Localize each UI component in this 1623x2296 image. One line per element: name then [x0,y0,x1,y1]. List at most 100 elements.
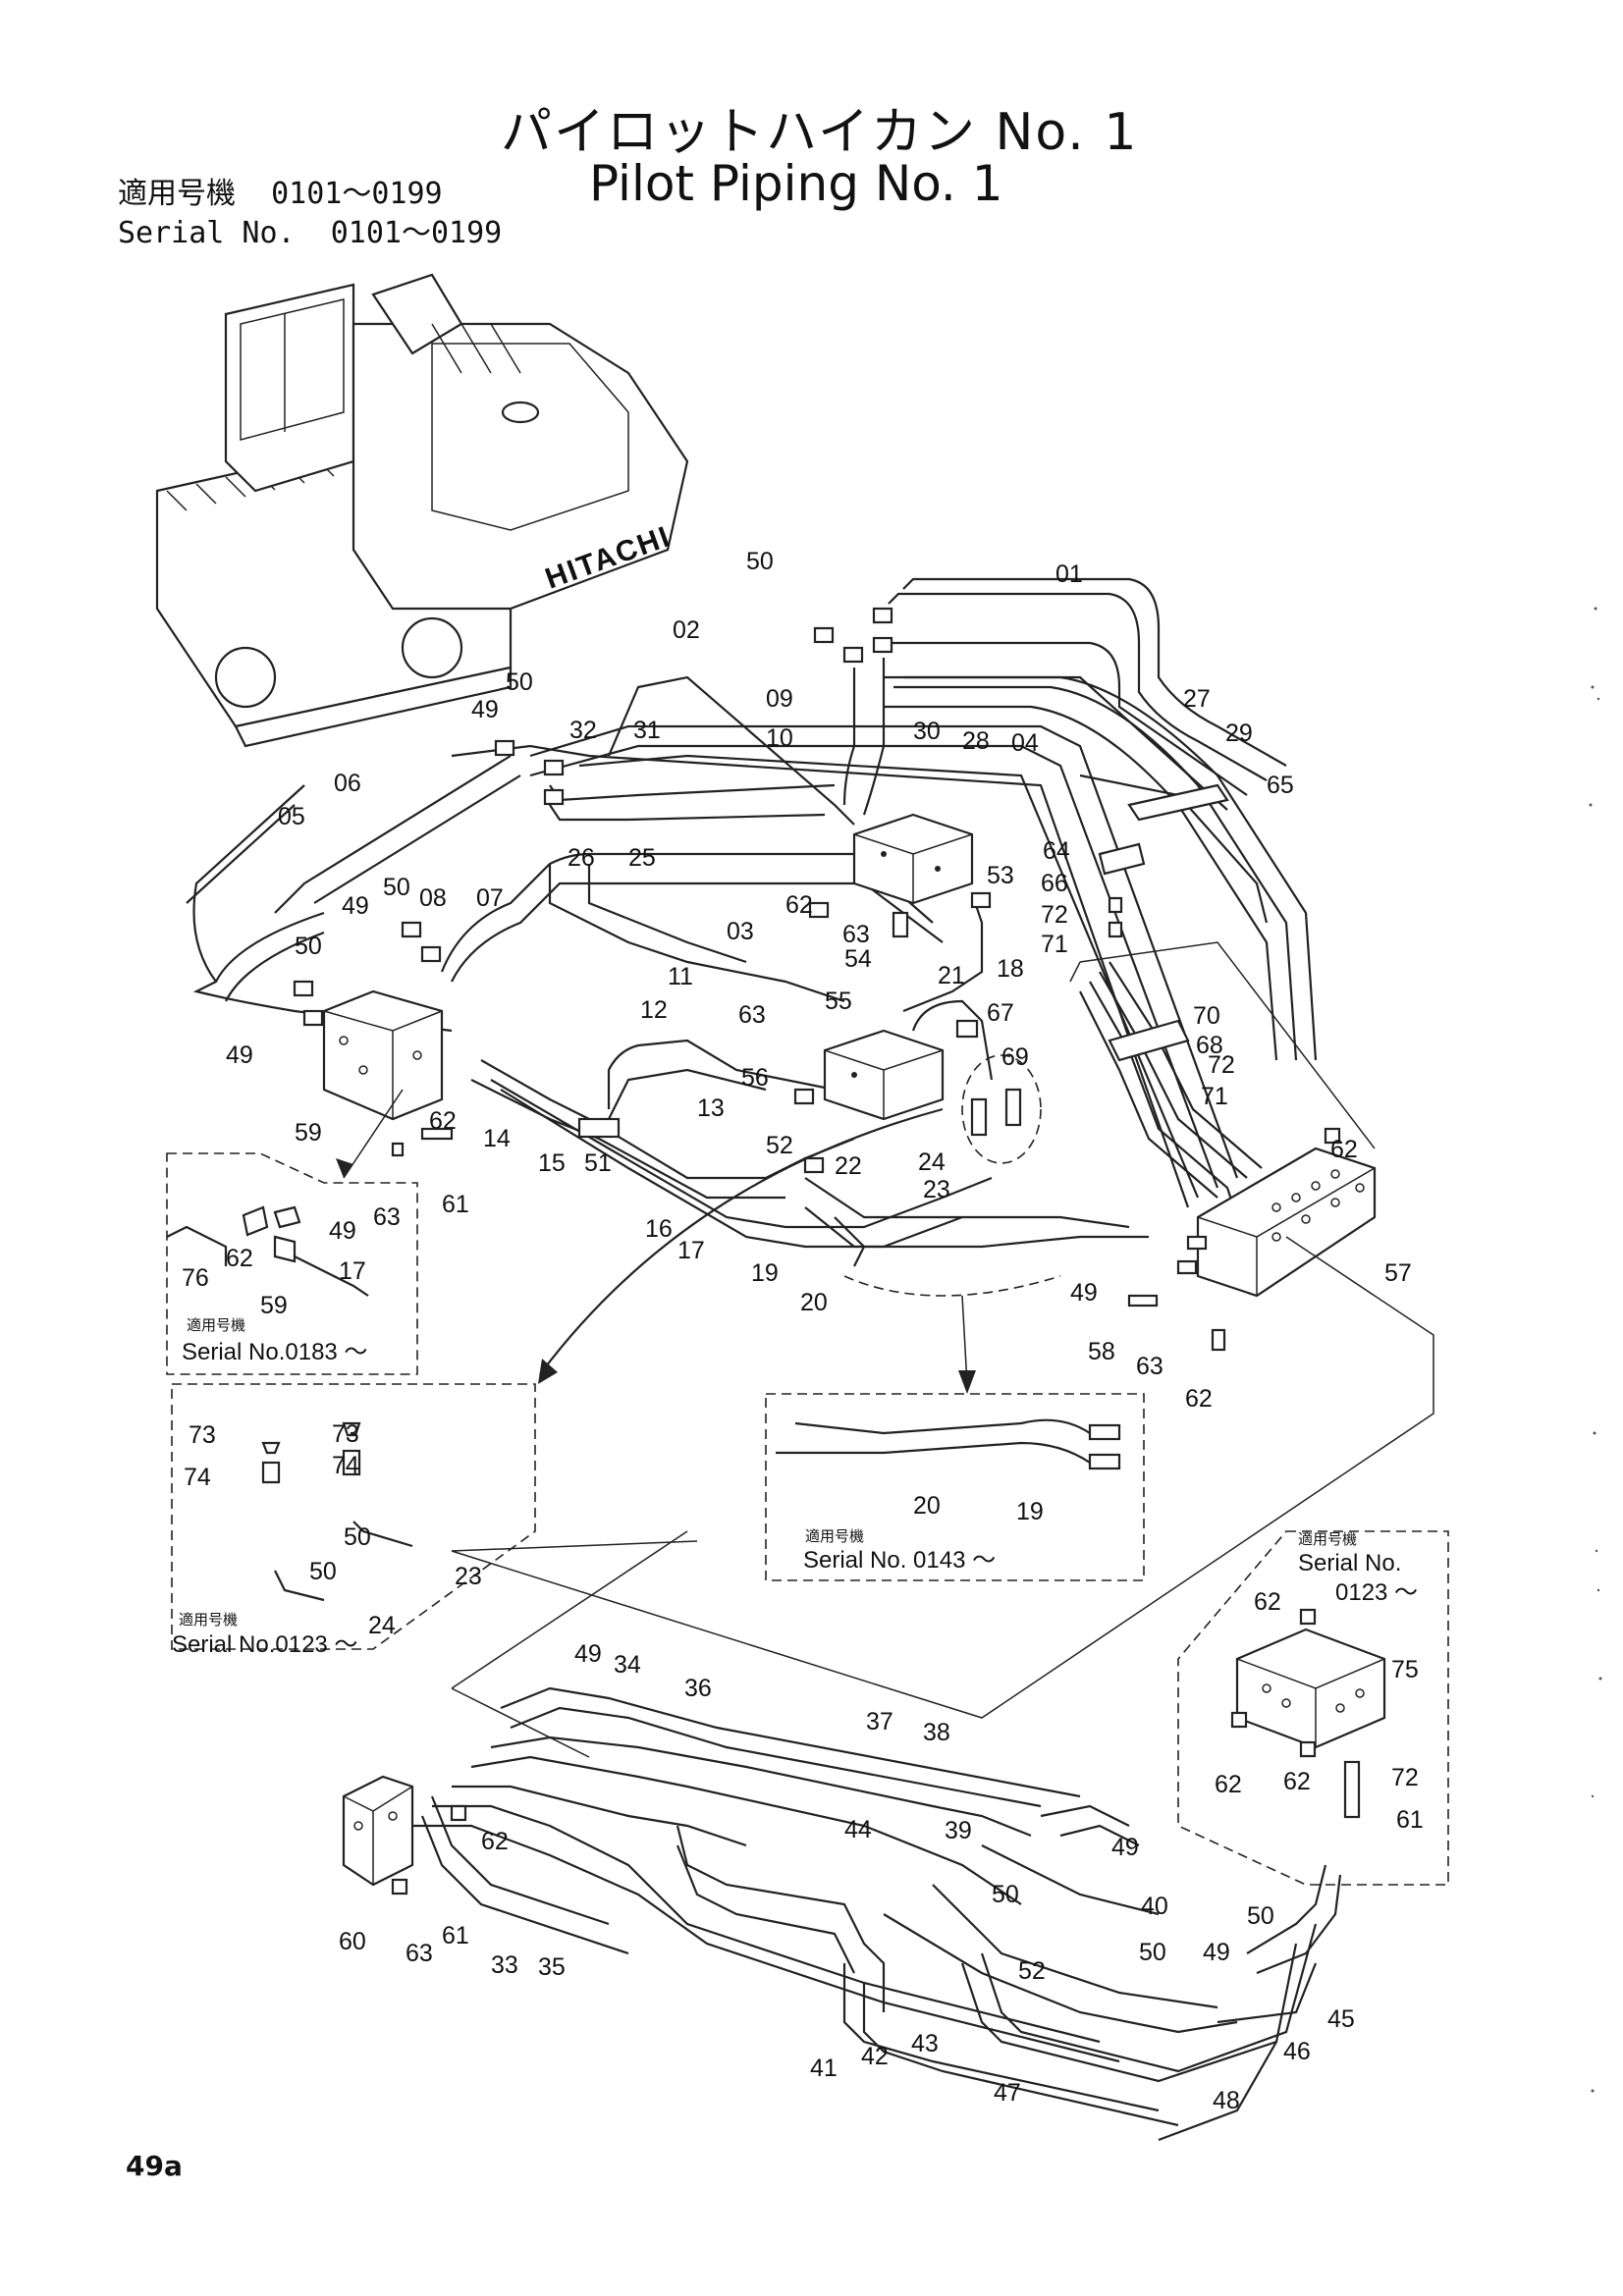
callout-32: 32 [569,717,597,744]
callout-49: 49 [226,1041,253,1069]
callout-37: 37 [866,1708,893,1735]
callout-30: 30 [913,718,941,745]
callout-36: 36 [684,1675,712,1702]
leader-detail-region [1079,941,1376,1149]
callout-58: 58 [1088,1338,1115,1365]
callout-50: 50 [1247,1902,1274,1930]
callout-39: 39 [945,1817,972,1844]
callout-60: 60 [339,1928,366,1955]
callout-05: 05 [278,803,305,830]
callout-45: 45 [1327,2005,1355,2033]
callout-40: 40 [1141,1893,1168,1920]
page-number: 49a [126,2150,183,2182]
callout-49: 49 [1203,1939,1230,1966]
callout-62: 62 [1254,1588,1281,1616]
callout-67: 67 [987,999,1014,1027]
serial-en-range: 0101～0199 [330,216,503,250]
clamp-64 [1098,842,1146,876]
callout-49: 49 [1111,1834,1139,1861]
manifold-block-60 [342,1775,467,1896]
callout-08: 08 [419,884,447,912]
arrow-to-inset-b [539,1107,944,1375]
callout-61: 61 [1396,1806,1424,1834]
serial-jp-label: 適用号機 [118,177,236,211]
callout-22: 22 [835,1152,862,1180]
callout-11: 11 [668,963,693,990]
callout-42: 42 [861,2043,889,2070]
callout-14: 14 [483,1125,511,1152]
callout-17: 17 [677,1237,705,1264]
callout-33: 33 [491,1951,518,1979]
clamp-65 [1127,783,1229,822]
callout-44: 44 [844,1816,872,1843]
callout-72: 72 [1041,901,1068,929]
callout-34: 34 [614,1651,641,1679]
callout-24: 24 [918,1148,946,1176]
callout-50: 50 [309,1558,337,1585]
callout-16: 16 [645,1215,673,1243]
callout-18: 18 [997,955,1024,983]
inset-b-serial: Serial No.0123 ～ [172,1631,357,1658]
callout-62: 62 [429,1107,457,1135]
callout-35: 35 [538,1953,566,1981]
callout-59: 59 [260,1292,288,1319]
title-english: Pilot Piping No. 1 [589,155,1003,212]
callout-63: 63 [406,1940,433,1967]
callout-64: 64 [1043,837,1070,865]
detail-link-line [451,1236,1434,1719]
callout-62: 62 [1283,1768,1311,1795]
callout-70: 70 [1193,1002,1220,1030]
callout-06: 06 [334,770,361,797]
callout-41: 41 [810,2055,838,2082]
callout-01: 01 [1055,561,1083,588]
callout-74: 74 [332,1452,359,1479]
callout-31: 31 [633,717,661,744]
callout-61: 61 [442,1191,469,1218]
callout-24: 24 [368,1612,396,1639]
arrow-to-inset-a [343,1089,404,1179]
callout-62: 62 [1185,1385,1213,1413]
inset-serial-0143: 適用号機 Serial No. 0143 ～ [765,1393,1145,1581]
excavator-illustration: HITACHI [155,273,689,748]
callout-51: 51 [584,1149,612,1177]
callout-46: 46 [1283,2038,1311,2065]
callout-56: 56 [741,1064,769,1092]
callout-62: 62 [1330,1136,1358,1163]
callout-20: 20 [800,1289,828,1316]
callout-12: 12 [640,996,668,1024]
callout-15: 15 [538,1149,566,1177]
clamp-68 [1108,1019,1190,1062]
callout-38: 38 [923,1719,950,1746]
callout-49: 49 [1070,1279,1098,1307]
inset-serial-0123-d: 適用号機 Serial No. 0123 ～ [1177,1530,1449,1886]
inset-a-serial: Serial No.0183 ～ [182,1339,367,1365]
callout-50: 50 [295,933,322,960]
callout-49: 49 [471,696,499,723]
callout-50: 50 [383,874,410,901]
callout-50: 50 [1139,1939,1166,1966]
callout-62: 62 [481,1828,509,1855]
callout-19: 19 [1016,1498,1044,1525]
callout-53: 53 [987,862,1014,889]
valve-block-53 [852,813,974,905]
inset-serial-0183: 適用号機 Serial No.0183 ～ [166,1152,418,1375]
callout-49: 49 [342,892,369,920]
callout-19: 19 [751,1259,779,1287]
callout-49: 49 [329,1217,356,1245]
callout-75: 75 [1391,1656,1419,1683]
callout-49: 49 [574,1640,602,1668]
inset-d-serial-2: 0123 ～ [1335,1579,1418,1606]
inset-d-serial-1: Serial No. [1298,1550,1401,1576]
callout-73: 73 [189,1421,216,1449]
callout-61: 61 [442,1922,469,1949]
callout-48: 48 [1213,2087,1240,2114]
callout-50: 50 [992,1881,1019,1908]
callout-52: 52 [766,1132,793,1159]
callout-54: 54 [844,945,872,973]
callout-62: 62 [1215,1771,1242,1798]
main-piping-bundle [186,577,1318,1267]
callout-21: 21 [938,962,965,989]
callout-63: 63 [738,1001,766,1029]
valve-block-55 [823,1029,945,1121]
